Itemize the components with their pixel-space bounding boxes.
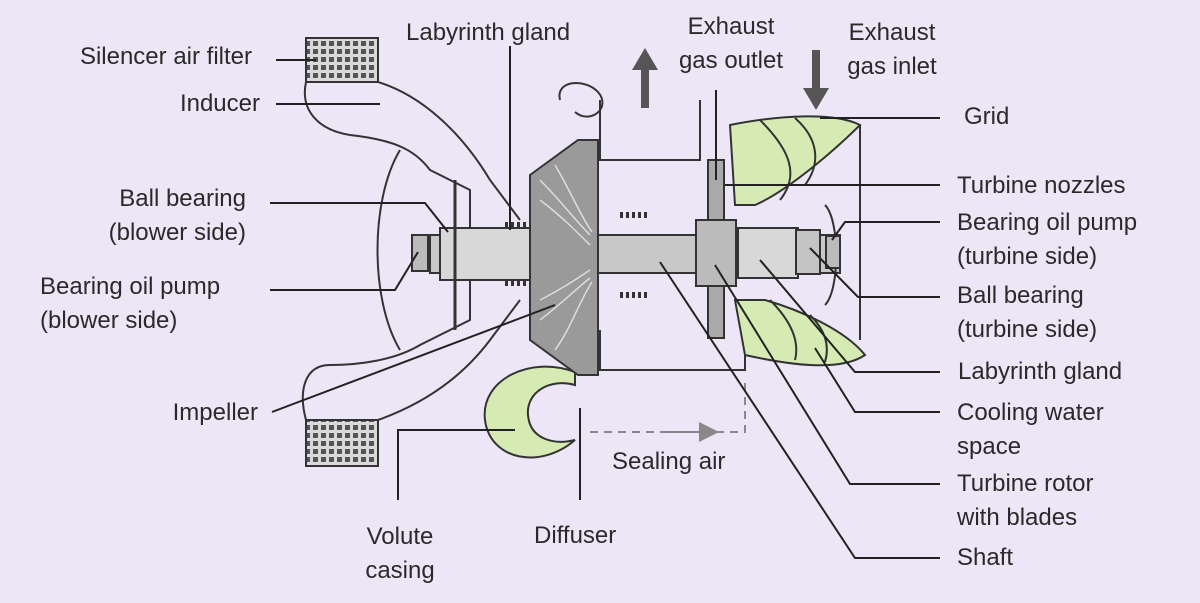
label-bearing-oil-pump-blower: Bearing oil pump (blower side) <box>40 270 220 338</box>
turbine-casing <box>599 100 701 161</box>
blower-casing-inner-bottom <box>377 299 521 421</box>
label-bearing-oil-pump-blower-line1: Bearing oil pump <box>40 273 221 300</box>
label-volute-casing: Volute casing <box>340 520 460 588</box>
turbine-grid-lower <box>733 299 867 367</box>
label-cooling-water-space: Cooling water space <box>957 396 1104 464</box>
ball-bearing-turbine <box>795 229 821 275</box>
impeller-vanes <box>539 164 593 351</box>
blower-left-wall <box>376 149 401 351</box>
sealing-air-path <box>590 380 746 433</box>
label-diffuser: Diffuser <box>534 522 617 549</box>
impeller-shape <box>529 139 599 376</box>
turbine-casing-lower <box>599 330 746 371</box>
label-exhaust-gas-outlet: Exhaust gas outlet <box>665 10 797 78</box>
leader-lines <box>270 46 940 559</box>
label-impeller: Impeller <box>172 399 258 426</box>
label-bearing-oil-pump-blower-line2: (blower side) <box>40 307 178 334</box>
label-exhaust-gas-inlet-line1: Exhaust <box>848 19 936 46</box>
label-exhaust-gas-inlet: Exhaust gas inlet <box>834 16 950 84</box>
label-labyrinth-gland-right: Labyrinth gland <box>958 358 1123 385</box>
label-cooling-water-space-line2: space <box>957 433 1022 460</box>
label-silencer-air-filter: Silencer air filter <box>79 43 252 70</box>
oil-pump-blower <box>411 234 429 272</box>
label-shaft: Shaft <box>957 544 1014 571</box>
label-bearing-oil-pump-turbine-line2: (turbine side) <box>957 243 1098 270</box>
label-cooling-water-space-line1: Cooling water <box>957 399 1104 426</box>
label-ball-bearing-blower: Ball bearing (blower side) <box>109 182 246 250</box>
label-volute-casing-line1: Volute <box>366 523 434 550</box>
label-sealing-air: Sealing air <box>612 448 726 475</box>
volute-casing-shape <box>483 365 576 459</box>
label-ball-bearing-turbine-line1: Ball bearing <box>957 282 1084 309</box>
label-labyrinth-gland-top: Labyrinth gland <box>406 19 571 46</box>
silencer-filter-bottom <box>305 419 379 467</box>
blower-casing-inner <box>377 81 521 221</box>
label-bearing-oil-pump-turbine: Bearing oil pump (turbine side) <box>957 206 1137 274</box>
turbine-hub <box>695 219 737 287</box>
turbine-grid-upper <box>728 115 862 206</box>
label-ball-bearing-blower-line2: (blower side) <box>108 219 246 246</box>
label-exhaust-gas-inlet-line2: gas inlet <box>847 53 937 80</box>
volute-top-curl <box>558 81 604 118</box>
label-grid: Grid <box>964 103 1010 130</box>
label-volute-casing-line2: casing <box>365 557 435 584</box>
label-exhaust-gas-outlet-line1: Exhaust <box>687 13 775 40</box>
oil-pump-turbine <box>825 235 841 269</box>
label-turbine-rotor: Turbine rotor with blades <box>957 467 1094 535</box>
label-bearing-oil-pump-turbine-line1: Bearing oil pump <box>957 209 1138 236</box>
label-ball-bearing-turbine-line2: (turbine side) <box>957 316 1098 343</box>
label-turbine-rotor-line1: Turbine rotor <box>957 470 1094 497</box>
label-ball-bearing-turbine: Ball bearing (turbine side) <box>957 279 1097 347</box>
label-exhaust-gas-outlet-line2: gas outlet <box>678 47 784 74</box>
silencer-filter-top <box>305 37 379 83</box>
label-ball-bearing-blower-line1: Ball bearing <box>119 185 246 212</box>
label-turbine-rotor-line2: with blades <box>957 504 1078 531</box>
label-turbine-nozzles: Turbine nozzles <box>957 172 1126 199</box>
label-inducer: Inducer <box>179 90 260 117</box>
